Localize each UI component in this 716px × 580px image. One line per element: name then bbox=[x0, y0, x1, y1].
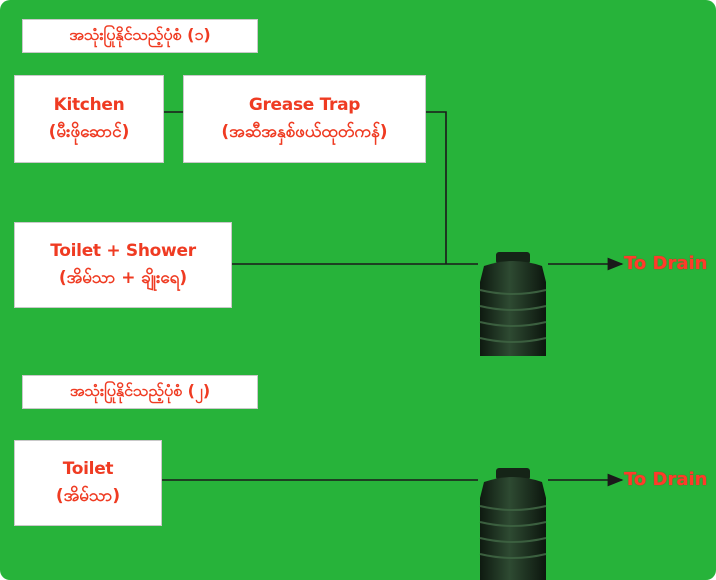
connector-grease-trap-to-main bbox=[426, 111, 447, 264]
grease-trap-box: Grease Trap (အဆီအနှစ်ဖယ်ထုတ်ကန်) bbox=[183, 75, 426, 163]
toilet-box: Toilet (အိမ်သာ) bbox=[14, 440, 162, 526]
toilet-label: Toilet bbox=[62, 458, 114, 479]
kitchen-box: Kitchen (မီးဖိုဆောင်) bbox=[14, 75, 164, 163]
section-2-label: အသုံးပြုနိုင်သည့်ပုံစံ (၂) bbox=[22, 375, 258, 409]
kitchen-label: Kitchen bbox=[53, 94, 125, 115]
septic-tank-icon bbox=[479, 252, 547, 356]
septic-tank-icon bbox=[479, 468, 547, 580]
toilet-shower-label: Toilet + Shower bbox=[50, 240, 196, 261]
drain-label-1: To Drain bbox=[624, 253, 708, 274]
section-1-label-text: အသုံးပြုနိုင်သည့်ပုံစံ (၁) bbox=[69, 25, 211, 44]
grease-trap-label: Grease Trap bbox=[248, 94, 361, 115]
kitchen-label-mm: (မီးဖိုဆောင်) bbox=[48, 122, 130, 142]
drain-label-2: To Drain bbox=[624, 469, 708, 490]
toilet-shower-box: Toilet + Shower (အိမ်သာ + ချိုးရေ) bbox=[14, 222, 232, 308]
toilet-label-mm: (အိမ်သာ) bbox=[55, 486, 121, 506]
toilet-shower-label-mm: (အိမ်သာ + ချိုးရေ) bbox=[58, 268, 188, 288]
section-2-label-text: အသုံးပြုနိုင်သည့်ပုံစံ (၂) bbox=[69, 381, 211, 400]
grease-trap-label-mm: (အဆီအနှစ်ဖယ်ထုတ်ကန်) bbox=[221, 122, 388, 142]
section-1-label: အသုံးပြုနိုင်သည့်ပုံစံ (၁) bbox=[22, 19, 258, 53]
